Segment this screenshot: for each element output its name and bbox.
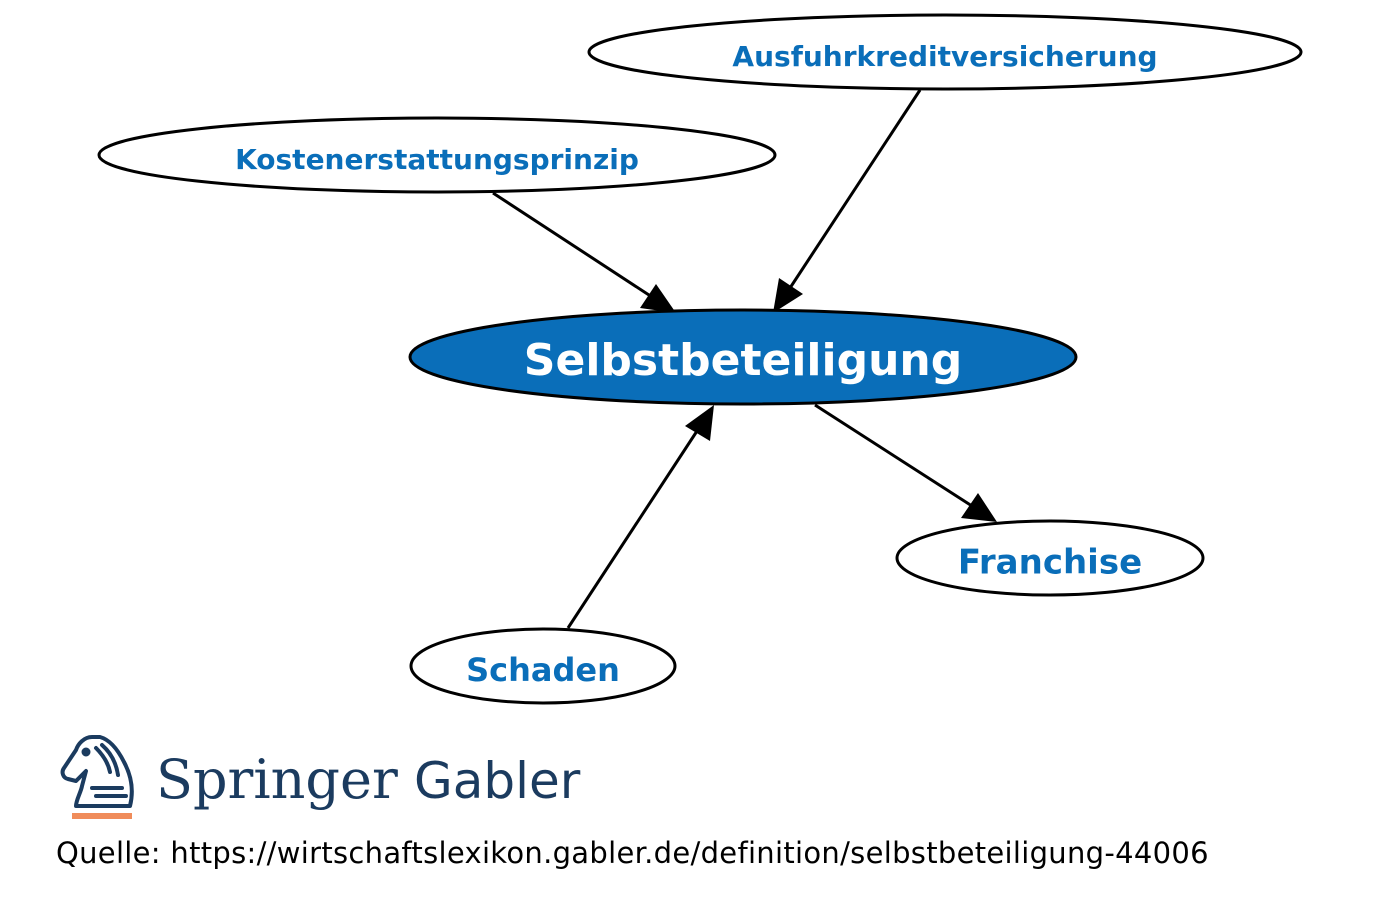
logo-brand-text: Springer xyxy=(156,748,398,811)
edges xyxy=(492,89,997,629)
node-label: Kostenerstattungsprinzip xyxy=(235,143,639,176)
edge-kostenerstattungsprinzip-to-selbstbeteiligung xyxy=(492,191,653,299)
node-ellipse xyxy=(587,13,1303,91)
logo-sub-text: Gabler xyxy=(414,752,581,810)
arrowhead-kostenerstattungsprinzip xyxy=(640,284,676,313)
source-citation: Quelle: https://wirtschaftslexikon.gable… xyxy=(56,836,1209,870)
logo-underline xyxy=(72,813,132,819)
node-ausfuhrkreditversicherung[interactable]: Ausfuhrkreditversicherung xyxy=(587,13,1303,91)
arrowhead-schaden xyxy=(685,405,714,441)
arrowhead-franchise xyxy=(961,493,997,522)
node-label: Ausfuhrkreditversicherung xyxy=(732,40,1157,73)
node-label: Franchise xyxy=(958,543,1142,583)
edge-ausfuhrkreditversicherung-to-selbstbeteiligung xyxy=(788,89,922,289)
node-label: Schaden xyxy=(466,651,620,689)
edge-schaden-to-selbstbeteiligung xyxy=(566,430,699,629)
springer-gabler-logo: Springer Gabler xyxy=(60,735,581,819)
node-ellipse xyxy=(97,116,777,194)
arrowhead-ausfuhrkreditversicherung xyxy=(773,278,803,313)
node-ellipse xyxy=(895,519,1205,597)
node-franchise[interactable]: Franchise xyxy=(895,519,1205,597)
node-selbstbeteiligung-center[interactable]: Selbstbeteiligung xyxy=(408,308,1078,406)
node-kostenerstattungsprinzip[interactable]: Kostenerstattungsprinzip xyxy=(97,116,777,194)
edge-selbstbeteiligung-to-franchise xyxy=(814,403,973,508)
node-schaden[interactable]: Schaden xyxy=(409,627,677,705)
center-node-ellipse xyxy=(408,308,1078,406)
springer-horse-icon xyxy=(60,735,134,808)
node-ellipse xyxy=(409,627,677,705)
center-node-label: Selbstbeteiligung xyxy=(524,335,962,386)
